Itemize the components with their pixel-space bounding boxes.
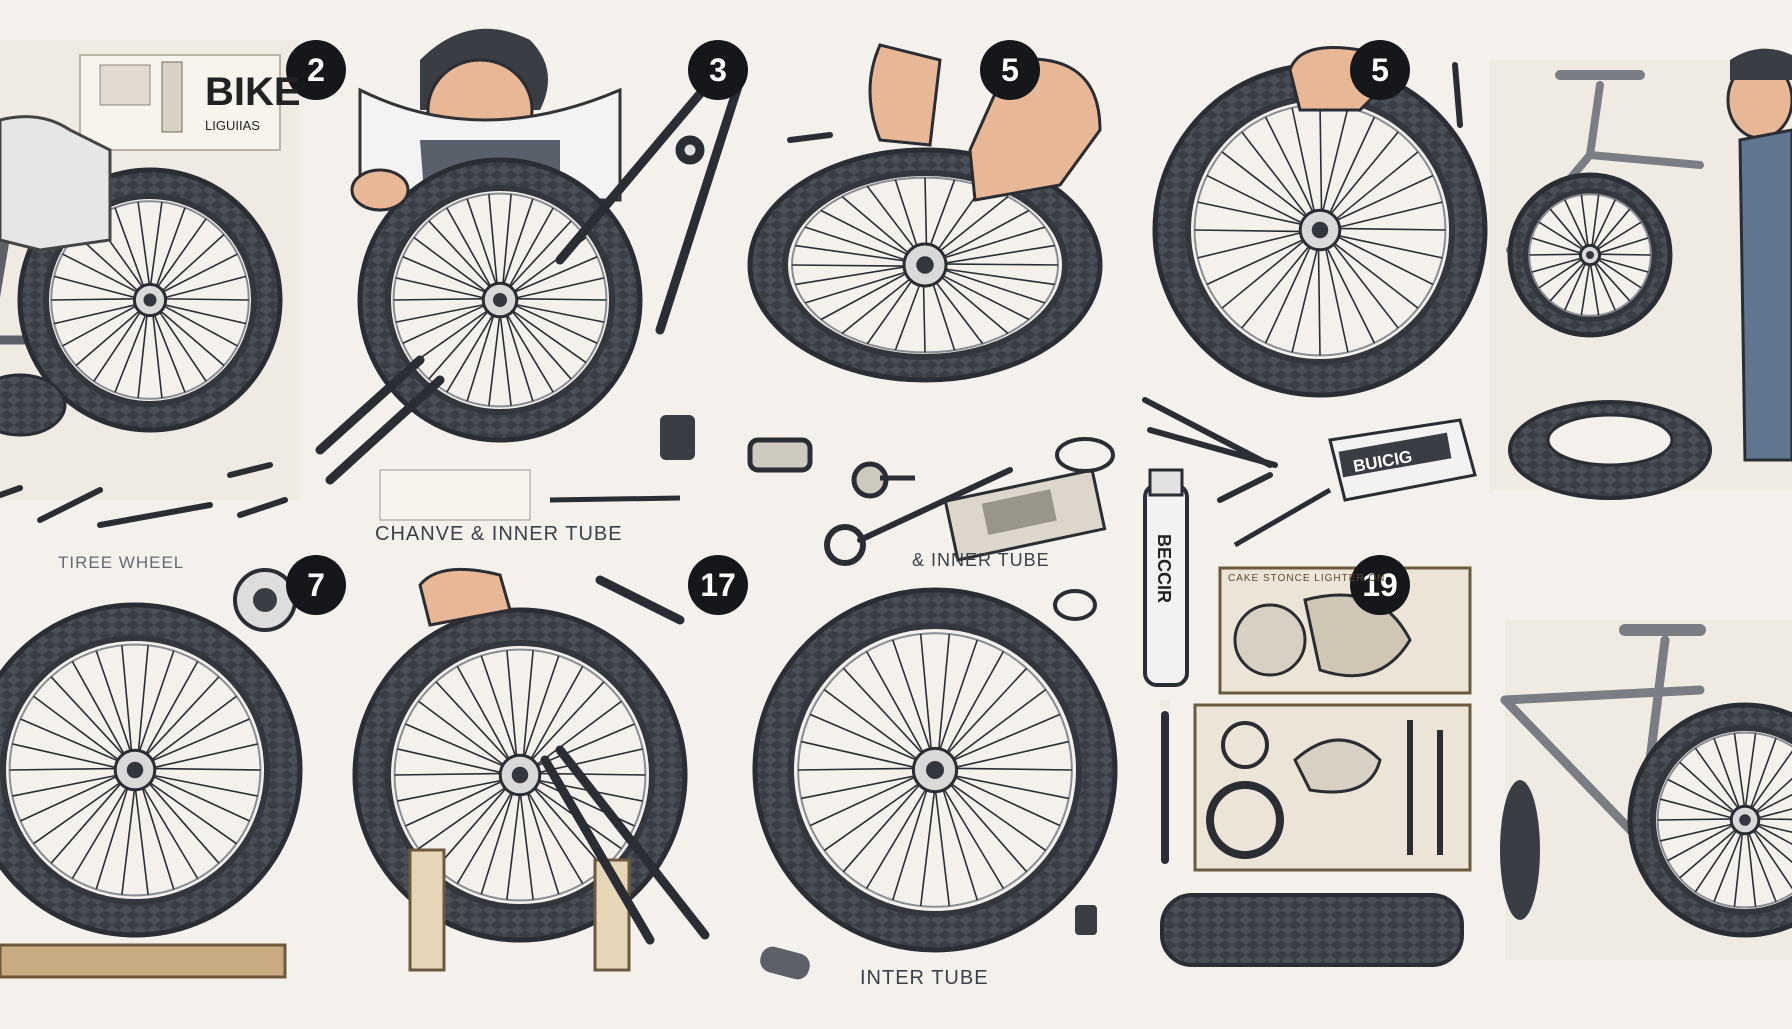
step-badge-2: 3 [688, 40, 748, 100]
panel-6 [0, 568, 303, 979]
step-number: 17 [700, 567, 736, 603]
wheel-panel-8 [752, 587, 1118, 953]
mechanic-torso-left [0, 115, 112, 252]
panel-9 [1075, 468, 1472, 967]
step-number: 7 [307, 567, 325, 603]
step-number: 3 [709, 52, 727, 88]
sign-subtitle: LIGUIIAS [205, 118, 260, 133]
box-panel-icon [1218, 566, 1472, 695]
tire-lever-pair-icon [1142, 62, 1463, 503]
tire-lever-icon [0, 462, 288, 528]
front-wheel-edge [1500, 780, 1540, 920]
wheel-panel-7 [352, 607, 688, 943]
valve-cap-icon [549, 415, 695, 503]
spare-tire-left [0, 373, 67, 437]
valve-icon [1075, 905, 1097, 935]
mechanic-overalls-right [1738, 128, 1792, 462]
step-badge-4: 5 [1350, 40, 1410, 100]
panel-2 [315, 28, 745, 521]
manual-paper [379, 469, 531, 521]
panel-1 [0, 54, 288, 528]
step-badge-1: 2 [286, 40, 346, 100]
step-badge-3: 5 [980, 40, 1040, 100]
caption-change-tube: CHANVE & INNER TUBE [375, 523, 623, 545]
wooden-stand [0, 943, 287, 979]
panel-3 [747, 43, 1107, 566]
panel-5 [1506, 48, 1792, 500]
hand-bottom [418, 567, 512, 627]
step-number: 19 [1362, 567, 1398, 603]
spare-tire-bottom [1160, 893, 1464, 967]
caption-inner-tube-right: & INNER TUBE [912, 550, 1050, 570]
panel-8 [752, 437, 1118, 953]
sign-picture-icon [99, 64, 151, 106]
step-badges: 2 3 5 5 7 17 19 [286, 40, 1410, 615]
wheel-panel-6 [0, 602, 303, 938]
grip-icon [760, 946, 810, 980]
step-number: 5 [1371, 52, 1389, 88]
wrench-icon [787, 132, 1013, 566]
left-hand [350, 168, 410, 212]
manual-page-icon [1193, 703, 1472, 872]
step-number: 5 [1001, 52, 1019, 88]
wheel-panel-4 [1152, 62, 1488, 398]
bottle-icon [1143, 468, 1189, 687]
caption-tire-wheel: TIREE WHEEL [58, 553, 185, 572]
wheel-panel-2 [357, 157, 643, 443]
hand-left [868, 43, 942, 147]
step-number: 2 [307, 52, 325, 88]
box-header-label: CAKE STONCE LIGHTER ON [1228, 573, 1386, 584]
hub-part-icon [233, 568, 297, 632]
step-badge-6: 17 [688, 555, 748, 615]
sign-figure-icon [161, 61, 183, 133]
glue-tube-icon [1233, 418, 1477, 548]
wheel-panel-5 [1507, 172, 1673, 338]
tube-loop-icon [1053, 437, 1115, 621]
step-badge-5: 7 [286, 555, 346, 615]
caption-inter-tube: INTER TUBE [860, 967, 989, 989]
stand-post-left [408, 848, 446, 972]
panel-4 [1142, 46, 1488, 548]
tool-cluster [747, 437, 915, 499]
wheel-panel-3 [747, 147, 1103, 383]
sign-title: BIKE [205, 70, 301, 114]
bottle-label: BECCIR [1154, 533, 1175, 604]
mechanic-cap-right [1730, 48, 1792, 80]
panel-7 [352, 567, 810, 980]
step-badge-7: 19 [1350, 555, 1410, 615]
pliers-bottom-icon [540, 575, 710, 945]
pliers-icon [315, 65, 745, 485]
patch-kit-icon [943, 468, 1107, 562]
